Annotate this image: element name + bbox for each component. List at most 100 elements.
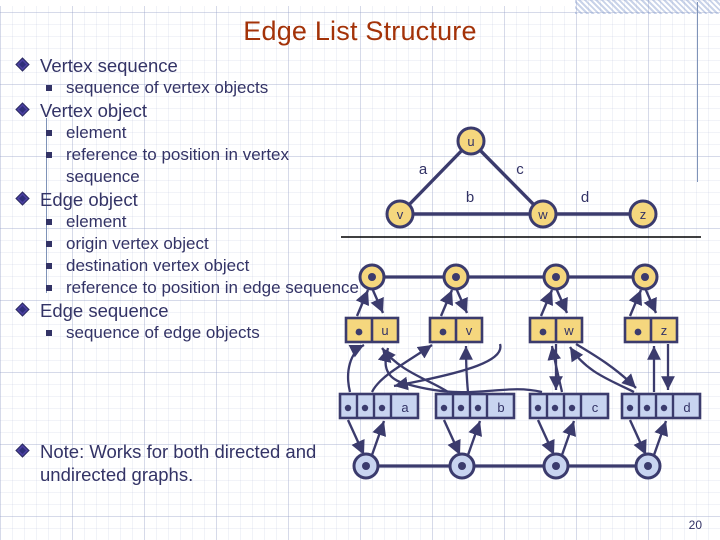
- vertex-object-z-pointer-dot: [634, 328, 642, 336]
- vertex-object-u-pointer-dot: [355, 328, 363, 336]
- bullet-label: origin vertex object: [66, 234, 209, 253]
- page-number: 20: [688, 518, 702, 532]
- page-title: Edge List Structure: [243, 16, 477, 46]
- square-bullet-icon: [46, 130, 52, 136]
- link-wobj-down-d: [575, 343, 637, 389]
- edge-object-b-label: b: [497, 400, 504, 415]
- diamond-bullet-icon: [15, 57, 30, 72]
- edge-object-d: d: [620, 392, 702, 420]
- edge-sequence-links: [346, 419, 668, 456]
- edge-object-a-pointer-dot-1: [344, 404, 352, 412]
- graph-vertices: [385, 126, 658, 229]
- bullet-reference-edge-sequence: reference to position in edge sequence: [10, 277, 360, 299]
- edge-object-d-label: d: [683, 400, 690, 415]
- vertex-object-v-label: v: [466, 323, 473, 338]
- vertex-object-z-label: z: [661, 323, 668, 338]
- bullet-edge-object: Edge object: [10, 188, 360, 211]
- link-useq-to-uobj: [370, 287, 385, 314]
- edge-sequence-dot-b: [458, 462, 466, 470]
- guide-line-right: [697, 2, 698, 182]
- link-aseq-to-aobj: [370, 420, 386, 456]
- link-b-to-v: [459, 345, 473, 393]
- graph-vertex-w: [528, 199, 558, 229]
- bullet-label: sequence of edge objects: [66, 323, 260, 342]
- bullet-vertex-sequence: Vertex sequence: [10, 54, 360, 77]
- bullet-label: Vertex sequence: [40, 55, 178, 76]
- link-a-to-v: [370, 344, 433, 393]
- bullet-sequence-of-vertex-objects: sequence of vertex objects: [10, 77, 360, 99]
- diamond-bullet-icon: [15, 443, 30, 458]
- bullet-element-edge: element: [10, 211, 360, 233]
- graph-vertex-label-w: w: [537, 207, 548, 222]
- link-aobj-to-aseq: [346, 419, 366, 456]
- vertex-object-u: u: [344, 316, 400, 344]
- graph-edge-label-d: d: [581, 189, 589, 206]
- guide-line-left: [46, 118, 47, 293]
- edge-object-a-pointer-dot-3: [378, 404, 386, 412]
- bullet-destination-vertex-object: destination vertex object: [10, 255, 360, 277]
- link-wobj-to-wseq: [539, 289, 554, 317]
- graph-edge-label-c: c: [516, 161, 524, 178]
- square-bullet-icon: [46, 219, 52, 225]
- edge-object-a-label: a: [401, 400, 409, 415]
- vertex-sequence-dot-v: [452, 273, 460, 281]
- square-bullet-icon: [46, 241, 52, 247]
- vertex-sequence-dot-u: [368, 273, 376, 281]
- square-bullet-icon: [46, 85, 52, 91]
- bullet-vertex-object: Vertex object: [10, 99, 360, 122]
- diamond-bullet-icon: [15, 191, 30, 206]
- vertex-object-w: w: [528, 316, 584, 344]
- edge-object-backpointers: [393, 343, 675, 391]
- vertex-object-z: z: [623, 316, 679, 344]
- vertex-object-v: v: [428, 316, 484, 344]
- edge-object-b-pointer-dot-3: [474, 404, 482, 412]
- note-bullet: Note: Works for both directed and undire…: [10, 440, 380, 486]
- edge-object-c-pointer-dot-3: [568, 404, 576, 412]
- graph-edge-c: [469, 139, 545, 216]
- link-d-to-w: [569, 346, 635, 394]
- square-bullet-icon: [46, 152, 52, 158]
- bullet-label: destination vertex object: [66, 256, 250, 275]
- graph-edge-labels: a b c d: [419, 161, 589, 206]
- bullet-sequence-of-edge-objects: sequence of edge objects: [10, 322, 360, 344]
- link-cobj-to-cseq: [536, 419, 556, 456]
- link-wseq-to-wobj: [554, 287, 569, 314]
- edge-object-b-pointer-dot-2: [457, 404, 465, 412]
- vertex-sequence-dot-z: [641, 273, 649, 281]
- graph-vertex-z: [628, 199, 658, 229]
- graph-edge-label-b: b: [466, 189, 474, 206]
- bullet-label: reference to position in vertex sequence: [66, 145, 290, 186]
- bullet-label: element: [66, 212, 127, 231]
- bullet-label: Edge object: [40, 189, 138, 210]
- link-vseq-to-vobj: [454, 287, 469, 314]
- vertex-sequence: [358, 263, 659, 291]
- graph-vertex-label-u: u: [467, 134, 474, 149]
- edge-object-a: a: [338, 392, 420, 420]
- bullet-list: Vertex sequence sequence of vertex objec…: [10, 54, 360, 344]
- edge-sequence-dot-a: [362, 462, 370, 470]
- edge-object-c: c: [528, 392, 610, 420]
- graph-edge-label-a: a: [419, 161, 428, 178]
- bullet-label: element: [66, 123, 127, 142]
- link-zseq-to-zobj: [643, 287, 658, 314]
- link-useq-down-a: [393, 343, 502, 391]
- bullet-element-vertex: element: [10, 122, 360, 144]
- diamond-bullet-icon: [15, 302, 30, 317]
- link-dseq-to-dobj: [652, 420, 668, 456]
- graph-vertex-u: [456, 126, 486, 156]
- edge-object-c-pointer-dot-1: [534, 404, 542, 412]
- link-cseq-to-cobj: [560, 420, 576, 456]
- graph-edges: [398, 139, 643, 216]
- edge-object-d-pointer-dot-1: [626, 404, 634, 412]
- edge-object-a-pointer-dot-2: [361, 404, 369, 412]
- vertex-sequence-dot-w: [552, 273, 560, 281]
- bullet-edge-sequence: Edge sequence: [10, 299, 360, 322]
- edge-sequence-dot-c: [552, 462, 560, 470]
- vertex-object-links: [355, 287, 658, 317]
- edge-sequence-dot-d: [644, 462, 652, 470]
- bullet-reference-vertex-sequence: reference to position in vertex sequence: [10, 144, 360, 188]
- edge-object-b-pointer-dot-1: [440, 404, 448, 412]
- vertex-object-w-pointer-dot: [539, 328, 547, 336]
